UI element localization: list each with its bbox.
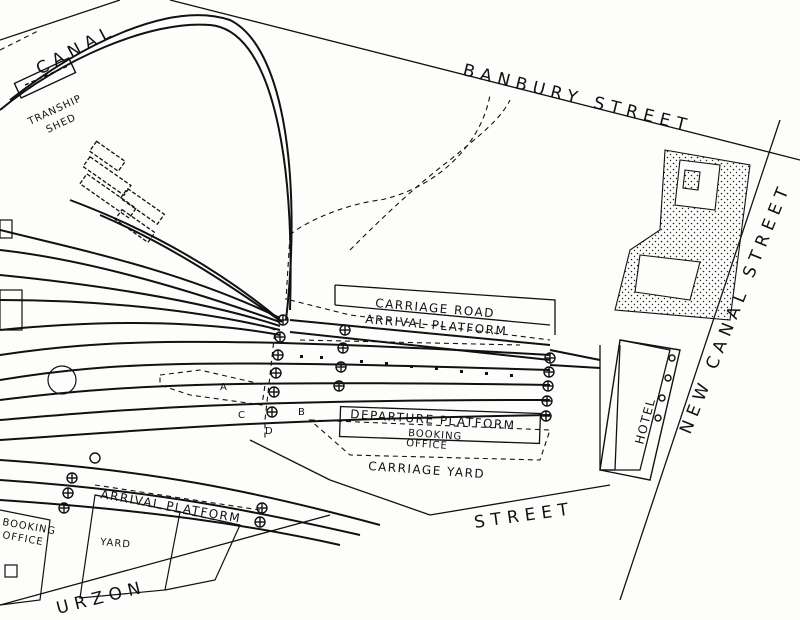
street-boundaries: [0, 0, 800, 606]
carriage-yard-label: CARRIAGE YARD: [368, 459, 486, 481]
booking-office-label-line2: OFFICE: [406, 438, 448, 452]
canal-street-label: CANAL: [33, 21, 119, 80]
marker-c: C: [238, 410, 246, 421]
tranship-shed: [13, 57, 77, 99]
platform-dots: [300, 355, 513, 377]
railway-tracks: [0, 14, 601, 546]
street-bottom-label: STREET: [473, 499, 576, 533]
hotel-label: HOTEL: [632, 396, 658, 446]
hotel-building: [599, 339, 681, 481]
dashed-boundaries: [0, 29, 551, 526]
platform-outlines: [334, 284, 671, 471]
departure-platform-label: DEPARTURE PLATFORM: [350, 407, 516, 433]
marker-b: B: [298, 407, 306, 418]
marker-a: A: [220, 382, 228, 393]
goods-sheds: [79, 140, 166, 244]
turntables: [47, 314, 556, 528]
lower-buildings: [0, 219, 241, 606]
banbury-street-label: BANBURY STREET: [461, 60, 694, 136]
curzon-street-label: URZON: [54, 577, 148, 619]
stippled-buildings: [614, 149, 751, 321]
yard-label: YARD: [99, 537, 132, 551]
booking-office-label-line1: BOOKING: [408, 428, 463, 443]
marker-d: D: [265, 426, 274, 437]
